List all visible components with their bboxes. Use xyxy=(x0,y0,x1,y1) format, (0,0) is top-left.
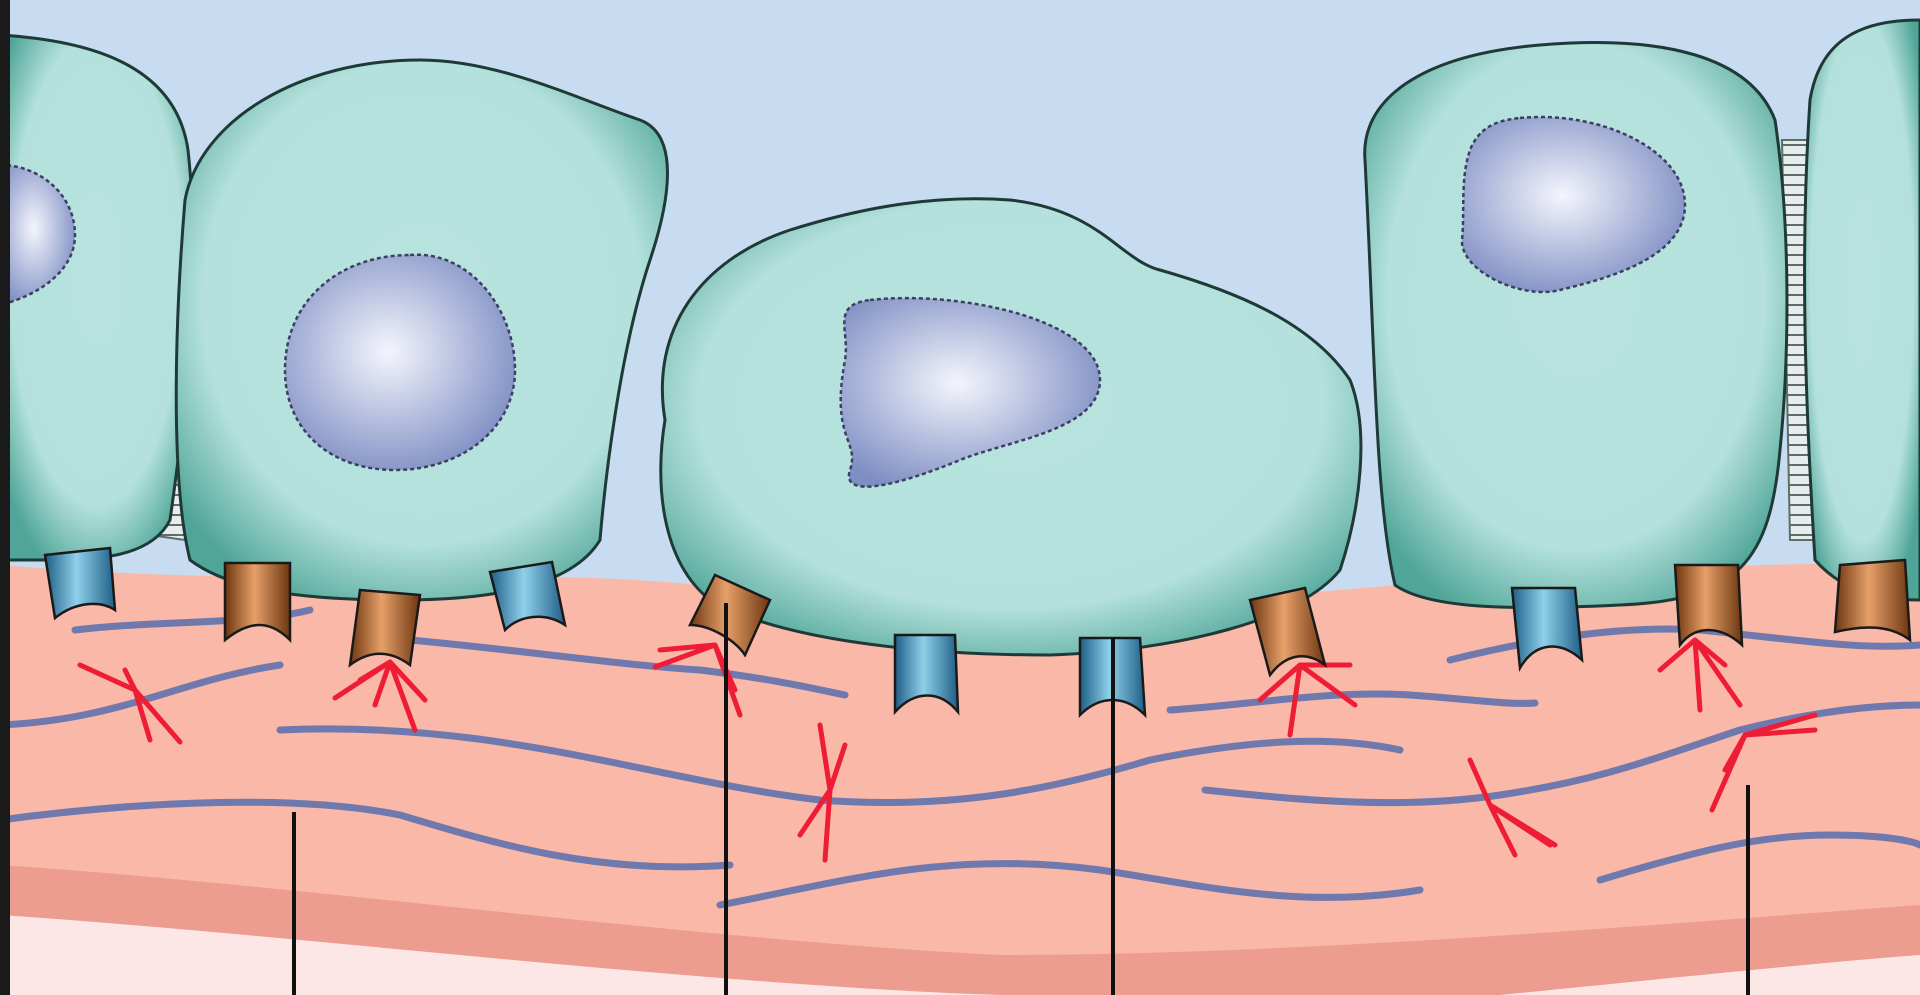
receptor-brown-2 xyxy=(350,590,420,665)
receptor-brown-6 xyxy=(1835,560,1910,640)
cell-right-partial xyxy=(1805,20,1920,600)
cell-left-partial xyxy=(0,35,193,560)
frame-border-left xyxy=(0,0,10,995)
